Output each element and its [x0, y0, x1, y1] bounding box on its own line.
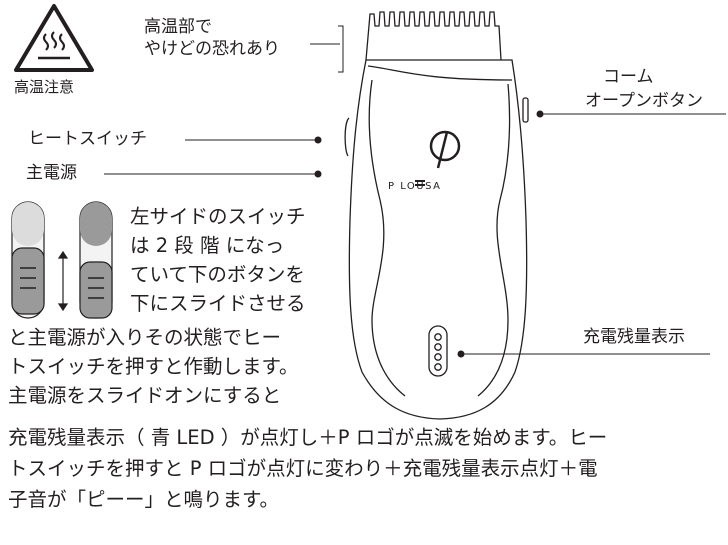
hot-area-callout-line1: 高温部で — [144, 17, 212, 37]
hot-area-bracket — [310, 25, 344, 73]
heat-switch-label: ヒートスイッチ — [28, 129, 147, 149]
brand-logo-icon — [415, 130, 461, 186]
instruction-line-7: 主電源をスライドオンにすると — [8, 384, 282, 407]
main-power-label: 主電源 — [26, 163, 77, 183]
hot-surface-warning-icon — [14, 4, 94, 72]
instruction-line-10: 子音が「ピーー」と鳴ります。 — [8, 488, 280, 511]
slide-arrow-icon — [57, 250, 69, 312]
instruction-line-4: 下にスライドさせる — [130, 292, 306, 315]
comb-button-label-line2: オープンボタン — [585, 91, 703, 111]
hot-area-callout-line2: やけどの恐れあり — [144, 39, 280, 59]
brand-logo-text: P LOUSA — [388, 181, 442, 192]
battery-led-indicator — [428, 325, 448, 377]
instruction-line-1: 左サイドのスイッチ — [130, 205, 306, 228]
instruction-line-3: ていて下のボタンを — [130, 263, 305, 286]
comb-button-label-line1: コーム — [603, 67, 654, 87]
instruction-line-9: トスイッチを押すと P ロゴが点灯に変わり＋充電残量表示点灯＋電 — [8, 457, 598, 480]
hair-clipper-body — [344, 11, 529, 420]
instruction-line-8: 充電残量表示（ 青 LED ）が点灯し＋P ロゴが点滅を始めます。ヒー — [8, 426, 608, 449]
instruction-line-2: は 2 段 階 になっ — [130, 234, 285, 257]
battery-indicator-label: 充電残量表示 — [583, 327, 685, 347]
instruction-line-5: と主電源が入りその状態でヒー — [8, 326, 282, 349]
comb-teeth — [365, 11, 502, 61]
leader-lines — [104, 110, 726, 358]
switch-diagram-off — [11, 201, 45, 319]
heat-caution-label: 高温注意 — [14, 78, 75, 96]
switch-diagram-on — [79, 201, 113, 319]
instruction-line-6: トスイッチを押すと作動します。 — [8, 355, 299, 378]
